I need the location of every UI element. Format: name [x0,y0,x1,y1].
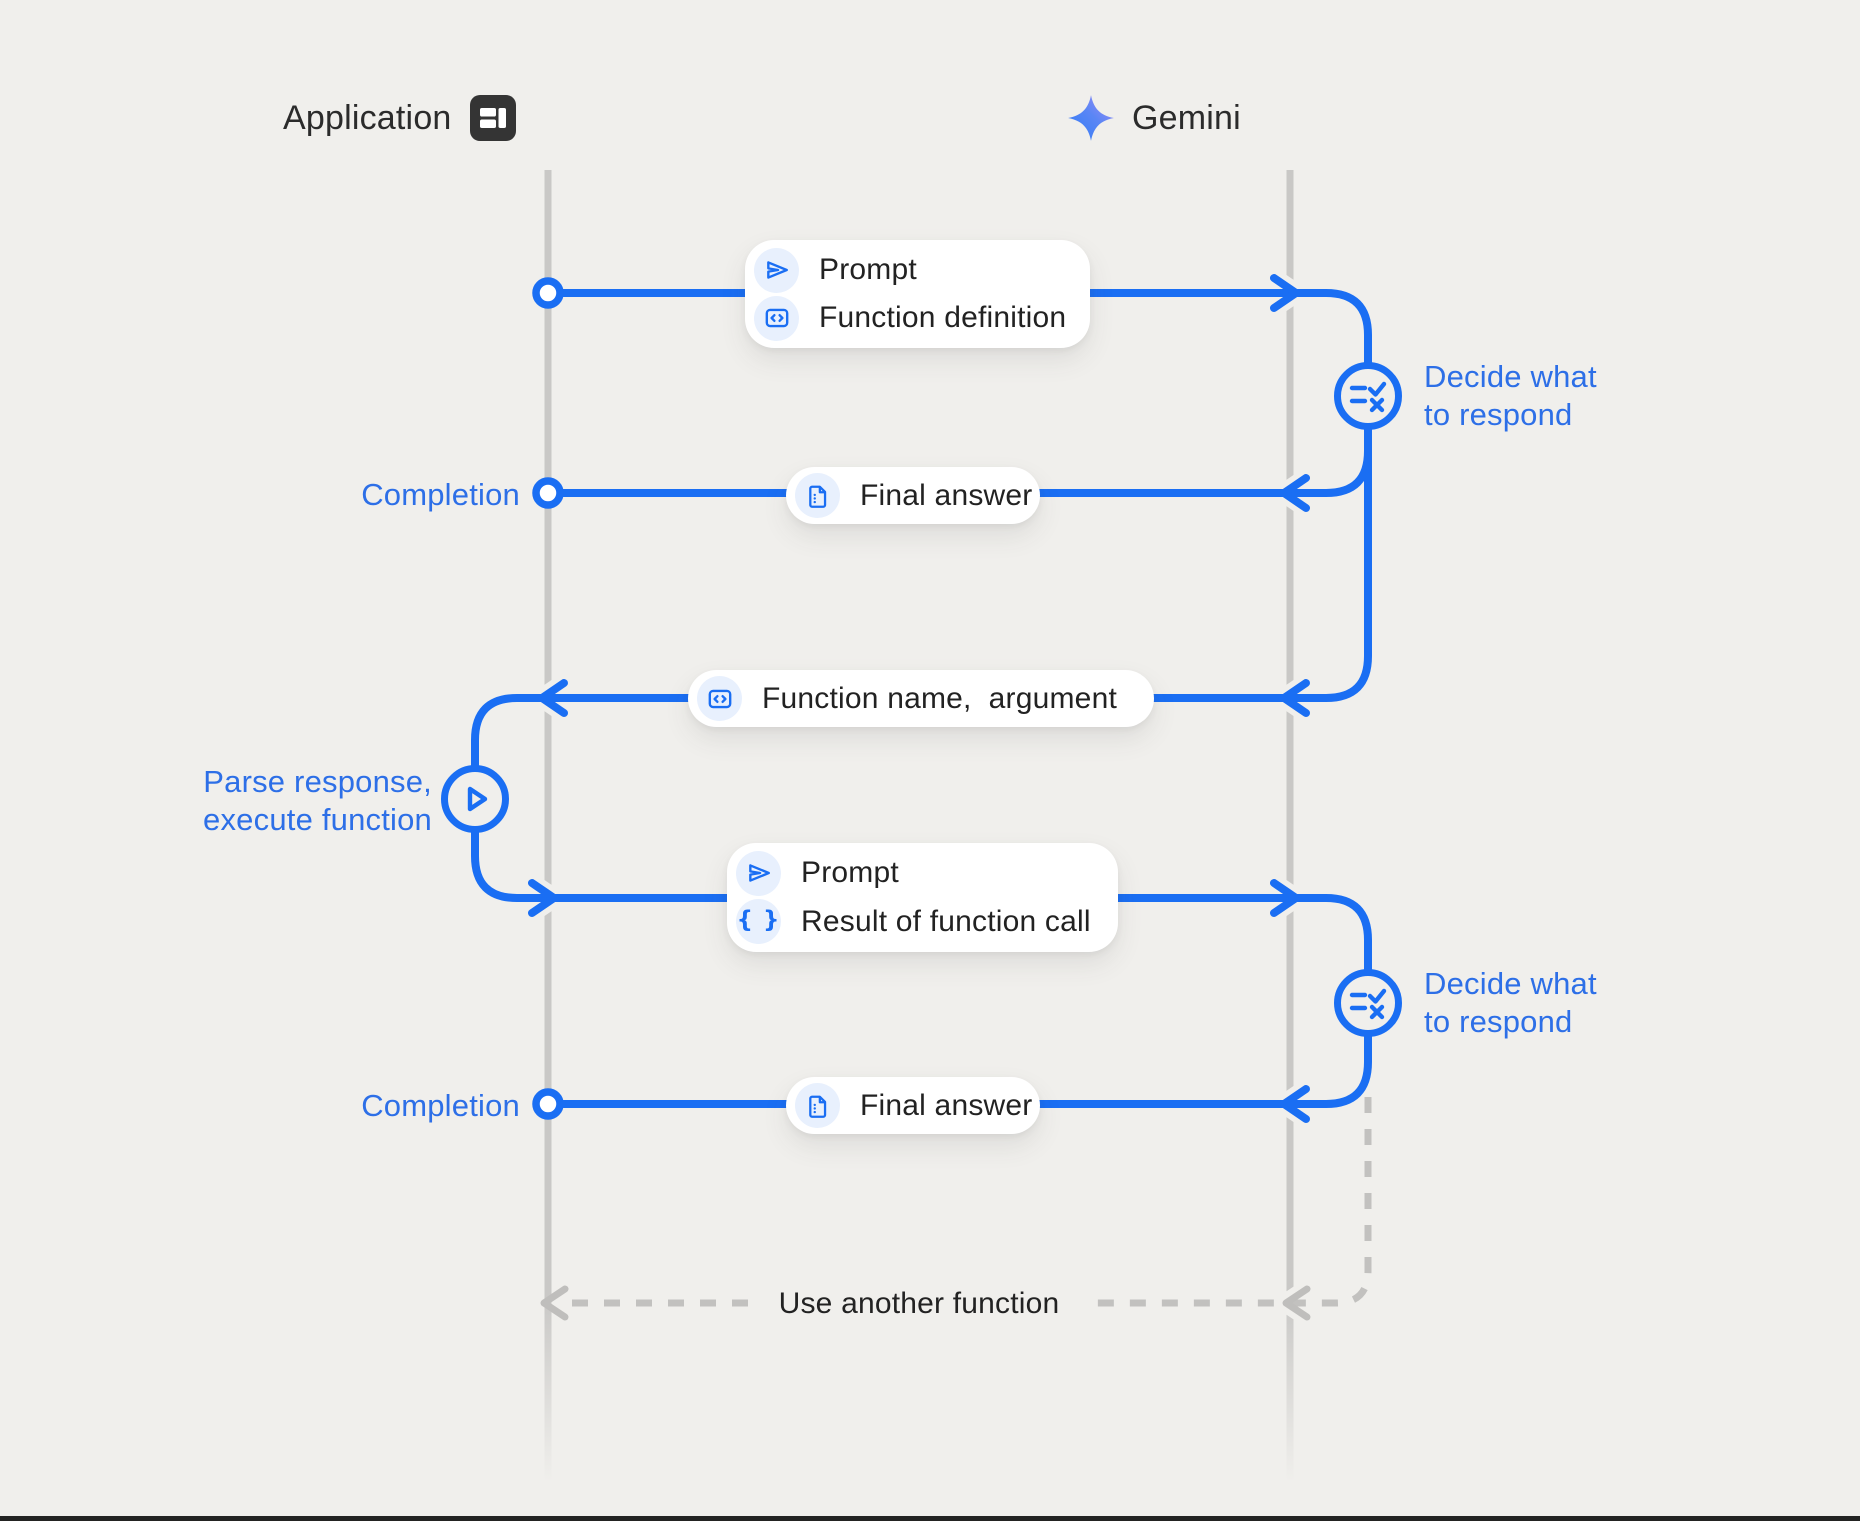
arrowhead-final-answer-2 [1280,1085,1310,1123]
doc-icon [795,1083,840,1128]
code-icon [754,295,799,341]
completion-node-2 [532,1088,564,1120]
decide-node-1 [1334,362,1402,430]
arrowhead-prompt-1 [1270,274,1300,312]
message-label: Prompt [819,253,917,286]
arrowhead-function-name-application [538,679,568,717]
message-label: Result of function call [801,904,1091,938]
dashed-arrowhead-application [540,1285,569,1321]
start-node [532,277,564,309]
doc-icon [795,473,840,518]
arrowhead-prompt-2-gemini [1270,879,1300,917]
gemini-label: Gemini [1132,98,1241,137]
play-icon [467,786,488,812]
message-row: Final answer [795,473,1032,518]
completion-label-1: Completion [361,477,520,512]
braces-icon: { } [736,899,781,945]
message-row: Final answer [795,1083,1032,1128]
dashed-arrowhead-gemini [1282,1285,1311,1321]
code-icon [697,676,742,721]
message-box-function-name-argument: Function name, argument [688,670,1154,727]
bottom-edge-bar [0,1516,1860,1521]
parse-execute-node [441,765,509,833]
application-actor: Application [283,95,516,141]
decide-node-2 [1334,969,1402,1037]
flow-arrowheads [528,274,1310,1123]
use-another-function-dashed-path [562,1097,1372,1307]
final-answer-2-path [544,1031,1372,1108]
gemini-lifeline [1286,170,1294,1482]
message-box-prompt-function-definition: Prompt Function definition [745,240,1090,348]
send-icon [736,850,781,896]
checklist-icon [1349,381,1387,413]
gemini-actor: Gemini [1066,92,1241,144]
message-row: Function name, argument [697,676,1136,721]
final-answer-1-path [544,426,1372,497]
message-label: Final answer [860,1088,1033,1122]
gemini-sparkle-icon [1068,95,1114,141]
line-casing [465,268,1378,1327]
message-label: Prompt [801,856,899,890]
application-lifeline [544,170,552,1482]
message-label: Final answer [860,478,1033,512]
message-row: Function definition [754,294,1072,342]
message-row: Prompt [736,849,1100,898]
send-icon [754,247,799,293]
decide-note-2: Decide what to respond [1424,966,1597,1039]
checklist-icon [1349,988,1387,1020]
arrowhead-function-name-gemini [1280,679,1310,717]
decide-note-1: Decide what to respond [1424,359,1597,432]
message-box-final-answer-1: Final answer [786,467,1040,524]
message-box-final-answer-2: Final answer [786,1077,1040,1134]
message-row: Prompt [754,246,1072,294]
use-another-function-label: Use another function [778,1287,1060,1320]
parse-execute-note: Parse response, execute function [203,764,432,837]
prompt-1-path [544,289,1372,368]
application-label: Application [283,98,452,137]
message-row: { } Result of function call [736,898,1100,947]
dashed-arrowheads [540,1285,1311,1321]
message-label: Function definition [819,301,1067,334]
completion-label-2: Completion [361,1088,520,1123]
message-label: Function name, argument [762,681,1117,715]
arrowhead-prompt-2-application [528,879,558,917]
app-window-icon [469,95,516,141]
message-box-prompt-result: Prompt { } Result of function call [727,843,1118,952]
completion-node-1 [532,477,564,509]
arrowhead-final-answer-1 [1280,474,1310,512]
